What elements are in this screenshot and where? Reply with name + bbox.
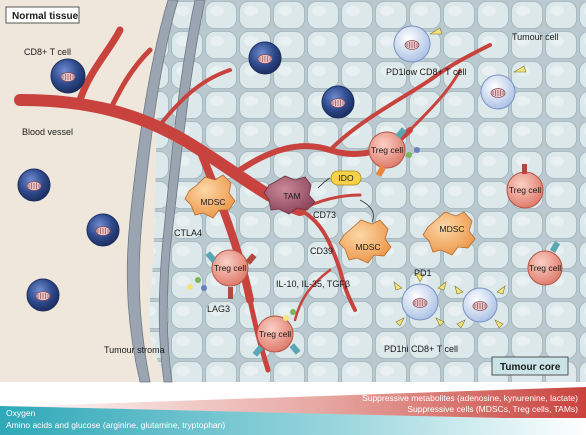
cd8-t-cell [26,278,60,312]
cd8-t-cell [50,58,86,94]
suppressive-metabolites-label: Suppressive metabolites (adenosine, kynu… [362,393,578,403]
cytokine-dots [187,147,420,321]
pd1-low-cd8-t-cell [393,25,443,63]
pd1-low-cd8-t-cell [480,65,527,110]
cd8-t-cell [248,41,282,75]
gradient-legend [0,387,586,435]
mdsc: MDSC [422,211,476,256]
mdsc: MDSC [184,174,236,219]
pd1-hi-cd8-t-cell-label: PD1hi CD8+ T cell [384,344,458,354]
tam: TAM [263,175,316,215]
tumour-core-label: Tumour core [500,362,561,373]
mdsc-label: MDSC [200,197,225,207]
treg-cell-label: Treg cell [371,145,403,155]
nutrients-label: Amino acids and glucose (arginine, gluta… [6,420,225,430]
pd1-hi-cd8-t-cell [454,285,506,329]
cd39-label: CD39 [310,246,333,256]
cd73-label: CD73 [313,210,336,220]
ido-label: IDO [338,173,354,183]
treg-cell: Treg cell [368,127,407,177]
arrow [317,177,331,189]
tumour-cell-label: Tumour cell [512,32,559,42]
mdsc-label: MDSC [355,242,380,252]
treg-cell-label: Treg cell [214,263,246,273]
normal-tissue-box [5,6,80,24]
tumour-region [149,0,586,382]
pd1-low-cd8-t-cell-label: PD1low CD8+ T cell [386,67,466,77]
treg-cell-label: Treg cell [259,329,291,339]
cd8-t-cell [86,213,120,247]
treg-cell: Treg cell [252,315,301,357]
treg-cell: Treg cell [527,241,563,286]
treg-cell-label: Treg cell [509,185,541,195]
mdsc: MDSC [338,219,392,264]
oxygen-label: Oxygen [6,408,36,418]
cd8-t-cell [17,168,51,202]
normal-tissue-label: Normal tissue [12,11,79,22]
ido-enzyme: IDO [330,170,362,186]
mdsc-label: MDSC [439,224,464,234]
treg-cell-label: Treg cell [529,263,561,273]
tumour-stroma-label: Tumour stroma [104,345,165,355]
tam-label: TAM [283,191,300,201]
blood-vessel-label: Blood vessel [22,127,73,137]
cd8-t-cell [321,85,355,119]
arrow [359,199,374,223]
nutrient-gradient [0,406,586,435]
treg-cell: Treg cell [205,249,257,299]
ctla4-label: CTLA4 [174,228,202,238]
lag3-label: LAG3 [207,304,230,314]
cytokines-label: IL-10, IL-35, TGFβ [276,279,350,289]
cd8-t-cell-label: CD8+ T cell [24,47,71,57]
pd1-hi-cd8-t-cell [393,273,447,327]
suppressive-cells-label: Suppressive cells (MDSCs, Treg cells, TA… [407,404,578,414]
tumour-core-box [491,356,569,376]
treg-cell: Treg cell [506,164,544,209]
pd1-label: PD1 [414,268,432,278]
